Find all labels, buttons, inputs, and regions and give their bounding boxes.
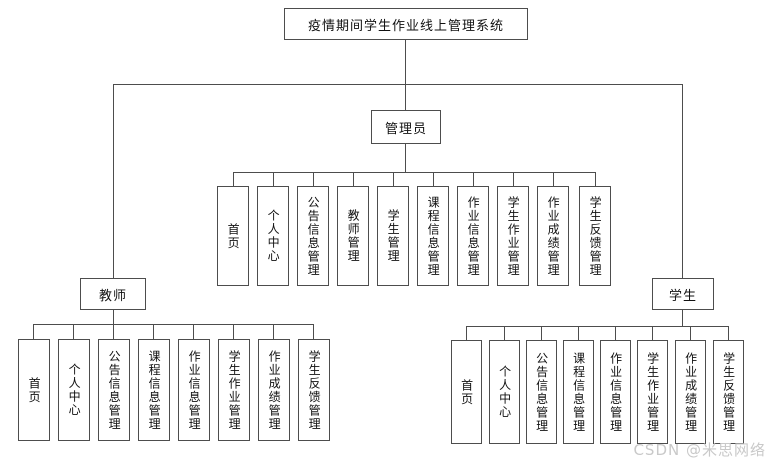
student-child-zuoyechengji[interactable]: 作业成绩管理 — [675, 340, 706, 444]
connector-root-stem — [405, 40, 406, 85]
teacher-child-gerenzhongxin-label: 个人中心 — [67, 363, 82, 417]
connector-student-bus — [466, 326, 728, 327]
role-node-teacher[interactable]: 教师 — [80, 278, 146, 310]
student-child-zuoyechengji-label: 作业成绩管理 — [683, 351, 698, 433]
connector-teacher-drop-5 — [233, 324, 234, 339]
admin-child-zuoyechengji-label: 作业成绩管理 — [546, 195, 561, 277]
teacher-child-gonggaoxinxi[interactable]: 公告信息管理 — [98, 339, 130, 441]
admin-child-jiaoshiguanli-label: 教师管理 — [346, 209, 361, 263]
root-node-system-title[interactable]: 疫情期间学生作业线上管理系统 — [284, 8, 528, 40]
teacher-child-zuoyexinxi-label: 作业信息管理 — [187, 349, 202, 431]
admin-child-kechengxinxi[interactable]: 课程信息管理 — [417, 186, 449, 286]
role-node-admin-label: 管理员 — [384, 121, 427, 137]
root-node-label: 疫情期间学生作业线上管理系统 — [307, 18, 504, 34]
teacher-child-xueshengzuoye-label: 学生作业管理 — [227, 349, 242, 431]
student-child-zuoyexinxi-label: 作业信息管理 — [608, 351, 623, 433]
teacher-child-zuoyexinxi[interactable]: 作业信息管理 — [178, 339, 210, 441]
role-node-admin[interactable]: 管理员 — [371, 110, 441, 144]
student-child-shouye[interactable]: 首页 — [451, 340, 482, 444]
connector-admin-drop-6 — [473, 172, 474, 186]
student-child-gerenzhongxin-label: 个人中心 — [497, 365, 512, 419]
student-child-shouye-label: 首页 — [459, 378, 474, 406]
admin-child-jiaoshiguanli[interactable]: 教师管理 — [337, 186, 369, 286]
connector-admin-bus — [233, 172, 595, 173]
admin-child-xueshengguanli[interactable]: 学生管理 — [377, 186, 409, 286]
connector-teacher-stem — [113, 310, 114, 325]
teacher-child-xueshengfankui-label: 学生反馈管理 — [307, 349, 322, 431]
connector-student-drop-3 — [578, 326, 579, 340]
student-child-zuoyexinxi[interactable]: 作业信息管理 — [600, 340, 631, 444]
connector-teacher-drop-2 — [113, 324, 114, 339]
connector-teacher-drop-0 — [33, 324, 34, 339]
admin-child-shouye-label: 首页 — [226, 222, 241, 250]
role-node-student[interactable]: 学生 — [652, 278, 714, 310]
role-node-student-label: 学生 — [668, 288, 697, 304]
connector-main-bus — [113, 84, 683, 85]
admin-child-shouye[interactable]: 首页 — [217, 186, 249, 286]
teacher-child-shouye-label: 首页 — [27, 376, 42, 404]
admin-child-xueshengfankui-label: 学生反馈管理 — [588, 195, 603, 277]
connector-student-drop-0 — [466, 326, 467, 340]
connector-admin-drop-1 — [273, 172, 274, 186]
connector-teacher-drop-3 — [153, 324, 154, 339]
role-node-teacher-label: 教师 — [98, 288, 127, 304]
teacher-child-kechengxinxi[interactable]: 课程信息管理 — [138, 339, 170, 441]
student-child-kechengxinxi-label: 课程信息管理 — [571, 351, 586, 433]
connector-teacher-drop-4 — [193, 324, 194, 339]
student-child-gerenzhongxin[interactable]: 个人中心 — [489, 340, 520, 444]
student-child-kechengxinxi[interactable]: 课程信息管理 — [563, 340, 594, 444]
connector-admin-drop-3 — [353, 172, 354, 186]
connector-student-drop-7 — [728, 326, 729, 340]
admin-child-gerenzhongxin[interactable]: 个人中心 — [257, 186, 289, 286]
admin-child-gerenzhongxin-label: 个人中心 — [266, 209, 281, 263]
connector-admin-drop-0 — [233, 172, 234, 186]
connector-admin-drop-9 — [595, 172, 596, 186]
student-child-xueshengfankui-label: 学生反馈管理 — [721, 351, 736, 433]
teacher-child-zuoyechengji-label: 作业成绩管理 — [267, 349, 282, 431]
connector-teacher-drop-6 — [273, 324, 274, 339]
teacher-child-shouye[interactable]: 首页 — [18, 339, 50, 441]
connector-admin-drop-2 — [313, 172, 314, 186]
connector-teacher-drop-7 — [313, 324, 314, 339]
connector-student-drop-2 — [541, 326, 542, 340]
connector-admin-drop-7 — [513, 172, 514, 186]
teacher-child-zuoyechengji[interactable]: 作业成绩管理 — [258, 339, 290, 441]
admin-child-xueshengfankui[interactable]: 学生反馈管理 — [579, 186, 611, 286]
admin-child-kechengxinxi-label: 课程信息管理 — [426, 195, 441, 277]
student-child-gonggaoxinxi-label: 公告信息管理 — [534, 351, 549, 433]
connector-student-drop-4 — [615, 326, 616, 340]
admin-child-zuoyechengji[interactable]: 作业成绩管理 — [537, 186, 569, 286]
admin-child-xueshengguanli-label: 学生管理 — [386, 209, 401, 263]
connector-bus-to-teacher — [113, 84, 114, 278]
admin-child-zuoyexinxi-label: 作业信息管理 — [466, 195, 481, 277]
teacher-child-gerenzhongxin[interactable]: 个人中心 — [58, 339, 90, 441]
connector-bus-to-student — [682, 84, 683, 278]
connector-teacher-drop-1 — [73, 324, 74, 339]
connector-admin-drop-4 — [393, 172, 394, 186]
connector-admin-drop-8 — [553, 172, 554, 186]
student-child-xueshengfankui[interactable]: 学生反馈管理 — [713, 340, 744, 444]
student-child-gonggaoxinxi[interactable]: 公告信息管理 — [526, 340, 557, 444]
admin-child-zuoyexinxi[interactable]: 作业信息管理 — [457, 186, 489, 286]
teacher-child-xueshengzuoye[interactable]: 学生作业管理 — [218, 339, 250, 441]
connector-student-stem — [682, 310, 683, 327]
connector-admin-stem — [405, 144, 406, 173]
teacher-child-gonggaoxinxi-label: 公告信息管理 — [107, 349, 122, 431]
connector-student-drop-6 — [690, 326, 691, 340]
admin-child-xueshengzuoye-label: 学生作业管理 — [506, 195, 521, 277]
connector-student-drop-1 — [504, 326, 505, 340]
teacher-child-xueshengfankui[interactable]: 学生反馈管理 — [298, 339, 330, 441]
admin-child-xueshengzuoye[interactable]: 学生作业管理 — [497, 186, 529, 286]
student-child-xueshengzuoye-label: 学生作业管理 — [645, 351, 660, 433]
connector-teacher-bus — [33, 324, 313, 325]
connector-bus-to-admin — [405, 84, 406, 110]
admin-child-gonggaoxinxi-label: 公告信息管理 — [306, 195, 321, 277]
teacher-child-kechengxinxi-label: 课程信息管理 — [147, 349, 162, 431]
connector-admin-drop-5 — [433, 172, 434, 186]
connector-student-drop-5 — [652, 326, 653, 340]
student-child-xueshengzuoye[interactable]: 学生作业管理 — [637, 340, 668, 444]
admin-child-gonggaoxinxi[interactable]: 公告信息管理 — [297, 186, 329, 286]
